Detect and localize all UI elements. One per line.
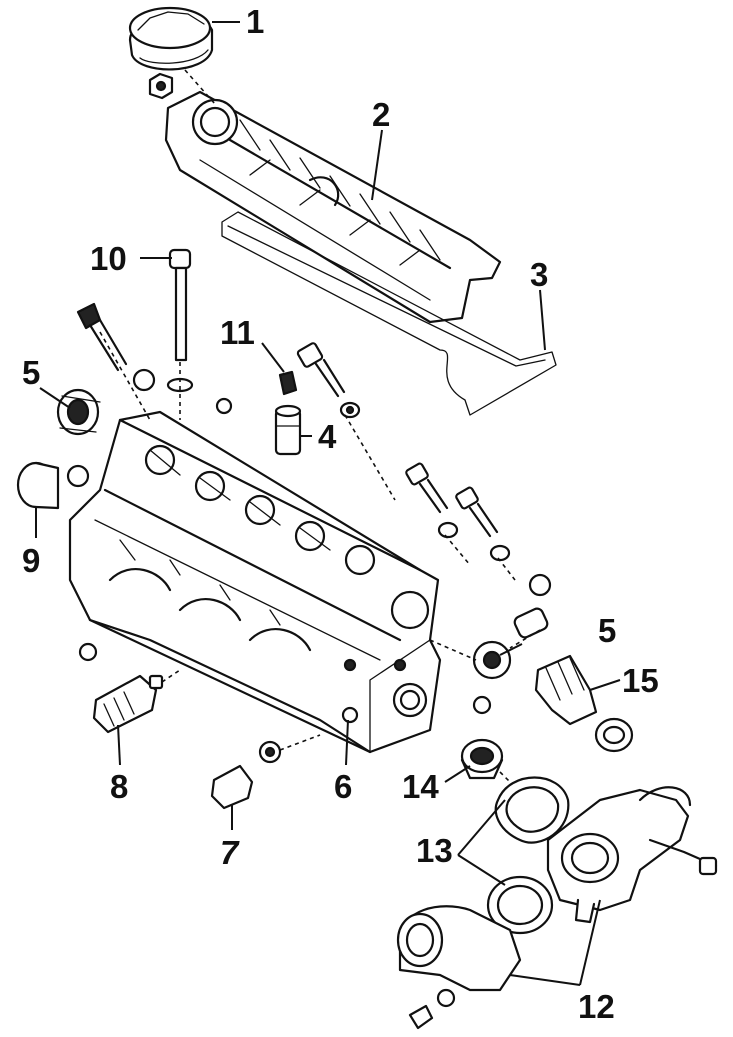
small-bush bbox=[66, 368, 552, 715]
callout-12: 12 bbox=[578, 988, 615, 1025]
outlet-seal-ring bbox=[486, 875, 554, 935]
callout-5-left: 5 bbox=[22, 354, 40, 391]
thermostat-gasket bbox=[494, 776, 570, 844]
cap-nut bbox=[148, 72, 174, 100]
thermostat-housing bbox=[546, 786, 718, 924]
callout-6: 6 bbox=[334, 768, 352, 805]
end-plug bbox=[16, 461, 60, 510]
temperature-sender bbox=[76, 302, 128, 372]
callout-8: 8 bbox=[110, 768, 128, 805]
callout-7: 7 bbox=[220, 834, 240, 871]
callout-15: 15 bbox=[622, 662, 659, 699]
thermostat bbox=[460, 738, 504, 780]
callout-5-right: 5 bbox=[598, 612, 616, 649]
callout-11: 11 bbox=[220, 314, 255, 351]
drain-plug bbox=[210, 740, 282, 810]
coolant-outlet-elbow bbox=[396, 905, 522, 1030]
hydraulic-tappet bbox=[274, 404, 302, 456]
callout-3: 3 bbox=[530, 256, 548, 293]
temperature-switch bbox=[534, 654, 634, 753]
bolt-right-2 bbox=[455, 486, 511, 562]
camshaft-oil-seal bbox=[56, 388, 101, 436]
oil-filler-cap bbox=[128, 6, 214, 71]
cover-bolt bbox=[296, 342, 361, 419]
callout-14: 14 bbox=[402, 768, 439, 805]
cover-gasket bbox=[221, 211, 557, 416]
callout-4: 4 bbox=[318, 418, 337, 455]
head-bolt bbox=[166, 248, 194, 393]
small-plug bbox=[278, 370, 298, 396]
bolt-right-1 bbox=[405, 462, 459, 539]
callout-10: 10 bbox=[90, 240, 127, 277]
callout-13: 13 bbox=[416, 832, 453, 869]
callout-9: 9 bbox=[22, 542, 40, 579]
camshaft-cover bbox=[164, 90, 502, 324]
camshaft-oil-seal-right bbox=[472, 640, 512, 680]
cylinder-head bbox=[68, 410, 442, 754]
coolant-sensor bbox=[92, 674, 164, 734]
callout-1: 1 bbox=[246, 3, 264, 40]
plug-right bbox=[513, 607, 549, 639]
callout-2: 2 bbox=[372, 96, 390, 133]
